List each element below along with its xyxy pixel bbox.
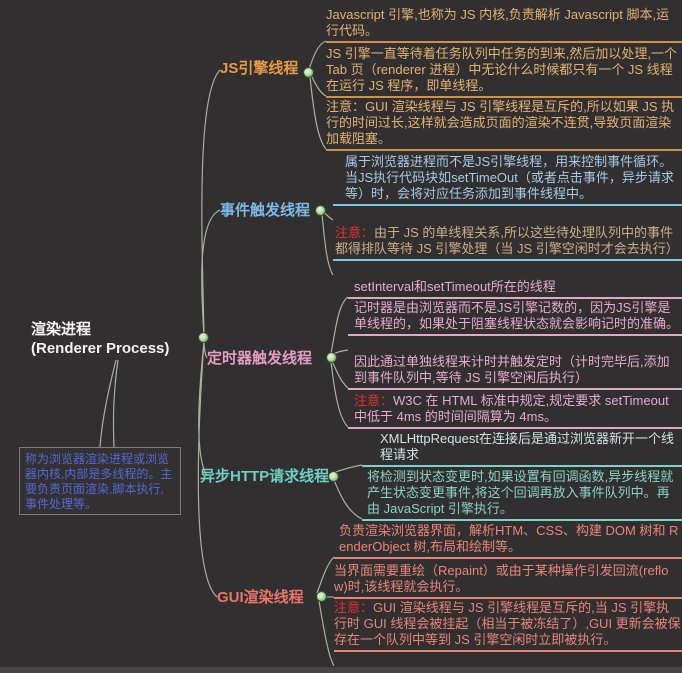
node-xhr-callback[interactable]: 将检测到状态变更时,如果设置有回调函数,异步线程就产生状态变更事件,将这个回调再… bbox=[362, 469, 682, 521]
node-js-single-thread[interactable]: JS 引擎一直等待着任务队列中任务的到来,然后加以处理,一个 Tab 页（ren… bbox=[326, 46, 682, 98]
node-text: XMLHttpRequest在连接后是通过浏览器新开一个线程请求 bbox=[380, 431, 674, 462]
node-xhr-new-thread[interactable]: XMLHttpRequest在连接后是通过浏览器新开一个线程请求 bbox=[362, 431, 682, 467]
node-text: 因此通过单独线程来计时并触发定时（计时完毕后,添加到事件队列中,等待 JS 引擎… bbox=[354, 354, 670, 385]
node-js-gui-mutex-note[interactable]: 注意：GUI 渲染线程与 JS 引擎线程是互斥的,所以如果 JS 执行的时间过长… bbox=[326, 99, 682, 151]
node-text: Javascript 引擎,也称为 JS 内核,负责解析 Javascript … bbox=[326, 7, 670, 38]
node-text: GUI 渲染线程与 JS 引擎线程是互斥的,当 JS 引擎执行时 GUI 线程会… bbox=[334, 600, 681, 647]
branch-label-event-trigger-thread[interactable]: 事件触发线程 bbox=[220, 202, 311, 219]
node-text: W3C 在 HTML 标准中规定,规定要求 setTimeout 中低于 4ms… bbox=[354, 393, 669, 424]
node-text: 将检测到状态变更时,如果设置有回调函数,异步线程就产生状态变更事件,将这个回调再… bbox=[367, 469, 674, 516]
branch-event-collapse-dot[interactable] bbox=[316, 206, 325, 215]
notice-label: 注意： bbox=[354, 393, 394, 408]
root-note[interactable]: 称为浏览器渲染进程或浏览器内核,内部是多线程的。主要负责页面渲染,脚本执行,事件… bbox=[19, 447, 181, 515]
root-collapse-dot[interactable] bbox=[199, 333, 208, 342]
notice-label: 注意： bbox=[335, 225, 375, 240]
node-gui-mutex-note[interactable]: 注意：GUI 渲染线程与 JS 引擎线程是互斥的,当 JS 引擎执行时 GUI … bbox=[334, 600, 682, 652]
node-text: 记时器是由浏览器而不是JS引擎记数的，因为JS引擎是单线程的，如果处于阻塞线程状… bbox=[354, 300, 680, 331]
branch-timer-collapse-dot[interactable] bbox=[327, 353, 336, 362]
node-text: 由于 JS 的单线程关系,所以这些待处理队列中的事件都得排队等待 JS 引擎处理… bbox=[335, 225, 679, 256]
node-gui-responsibility[interactable]: 负责渲染浏览器界面，解析HTM、CSS、构建 DOM 树和 RenderObje… bbox=[334, 523, 682, 559]
node-timer-w3c-note[interactable]: 注意：W3C 在 HTML 标准中规定,规定要求 setTimeout 中低于 … bbox=[348, 393, 682, 429]
branch-gui-collapse-dot[interactable] bbox=[317, 592, 326, 601]
branch-async-collapse-dot[interactable] bbox=[329, 472, 338, 481]
notice-label: 注意： bbox=[334, 600, 374, 615]
branch-js-collapse-dot[interactable] bbox=[304, 68, 313, 77]
node-event-loop-definition[interactable]: 属于浏览器进程而不是JS引擎线程，用来控制事件循环。当JS执行代码块如setTi… bbox=[333, 154, 682, 206]
node-timer-separate-thread[interactable]: 因此通过单独线程来计时并触发定时（计时完毕后,添加到事件队列中,等待 JS 引擎… bbox=[348, 354, 682, 390]
node-timer-accuracy[interactable]: 记时器是由浏览器而不是JS引擎记数的，因为JS引擎是单线程的，如果处于阻塞线程状… bbox=[348, 300, 682, 336]
node-text: setInterval和setTimeout所在的线程 bbox=[354, 279, 556, 294]
root-node[interactable]: 渲染进程 (Renderer Process) bbox=[31, 320, 169, 358]
node-timer-location[interactable]: setInterval和setTimeout所在的线程 bbox=[348, 279, 682, 299]
node-text: JS 引擎一直等待着任务队列中任务的到来,然后加以处理,一个 Tab 页（ren… bbox=[326, 46, 678, 93]
node-text: 当界面需要重绘（Repaint）或由于某种操作引发回流(reflow)时,该线程… bbox=[334, 563, 669, 594]
node-event-queue-note[interactable]: 注意：由于 JS 的单线程关系,所以这些待处理队列中的事件都得排队等待 JS 引… bbox=[333, 225, 682, 261]
branch-label-async-http-thread[interactable]: 异步HTTP请求线程 bbox=[200, 468, 330, 485]
node-text: 注意：GUI 渲染线程与 JS 引擎线程是互斥的,所以如果 JS 执行的时间过长… bbox=[326, 99, 675, 146]
root-title-en: (Renderer Process) bbox=[31, 340, 170, 357]
root-title-cn: 渲染进程 bbox=[31, 321, 92, 338]
node-text: 负责渲染浏览器界面，解析HTM、CSS、构建 DOM 树和 RenderObje… bbox=[339, 523, 679, 554]
branch-label-timer-trigger-thread[interactable]: 定时器触发线程 bbox=[207, 350, 313, 367]
root-note-text: 称为浏览器渲染进程或浏览器内核,内部是多线程的。主要负责页面渲染,脚本执行,事件… bbox=[25, 452, 173, 511]
node-gui-repaint-reflow[interactable]: 当界面需要重绘（Repaint）或由于某种操作引发回流(reflow)时,该线程… bbox=[334, 563, 682, 599]
branch-label-gui-render-thread[interactable]: GUI渲染线程 bbox=[217, 589, 304, 606]
scrollbar-horizontal[interactable] bbox=[0, 667, 682, 673]
branch-label-js-engine-thread[interactable]: JS引擎线程 bbox=[220, 60, 299, 77]
node-text: 属于浏览器进程而不是JS引擎线程，用来控制事件循环。当JS执行代码块如setTi… bbox=[345, 154, 674, 201]
node-js-engine-definition[interactable]: Javascript 引擎,也称为 JS 内核,负责解析 Javascript … bbox=[326, 7, 682, 43]
